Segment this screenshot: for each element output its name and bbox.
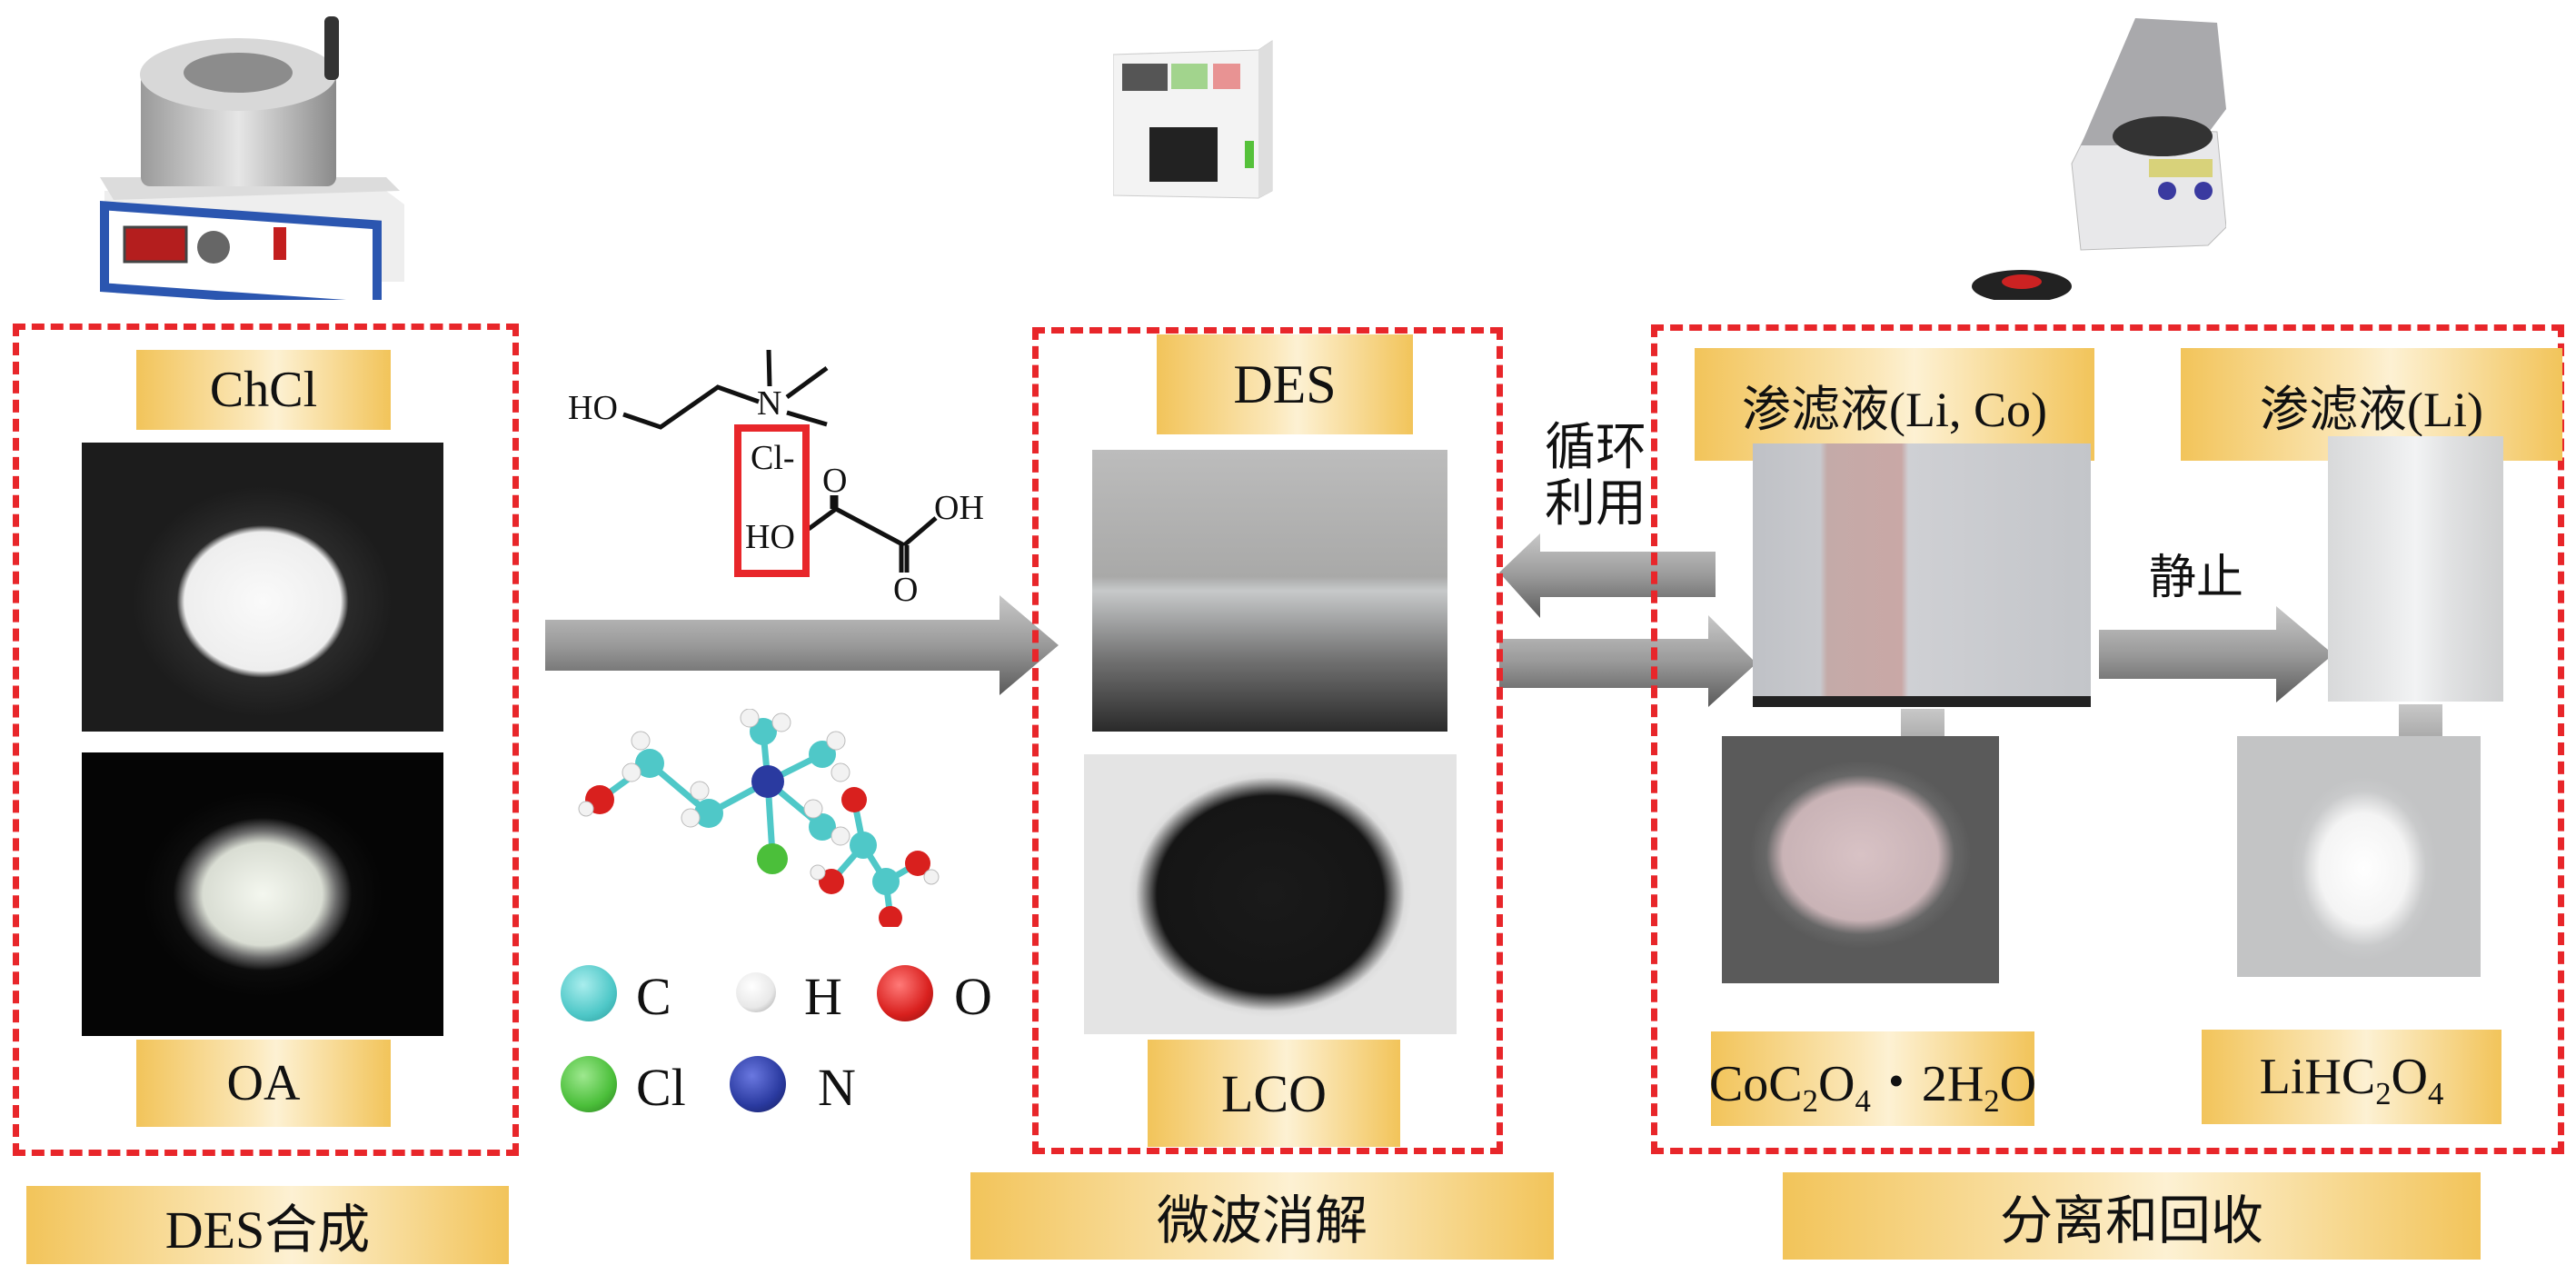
legend-label-c: C [636, 967, 671, 1026]
photo-leachate-li-tube [2328, 436, 2503, 702]
legend-ball-cl [561, 1056, 617, 1112]
legend-label-cl: Cl [636, 1058, 686, 1117]
stage-title-des-synthesis-text: DES合成 [164, 1200, 371, 1260]
label-leachate-li-co: 渗滤液(Li, Co) [1695, 348, 2094, 461]
legend-label-h: H [804, 967, 842, 1026]
photo-des-beaker [1092, 450, 1447, 732]
label-des-text: DES [1233, 354, 1337, 414]
stage-title-des-synthesis: DES合成 [26, 1186, 509, 1264]
photo-leachate-li-co-tube [1753, 443, 2091, 707]
formula-part: LiHC [2259, 1049, 2376, 1105]
formula-subscript: 4 [2428, 1076, 2444, 1112]
legend-label-o: O [954, 967, 992, 1026]
legend-ball-n [730, 1056, 786, 1112]
label-lihc2o4-text: LiHC2O4 [2259, 1048, 2444, 1110]
formula-part: O [1999, 1055, 2037, 1112]
label-cobalt-oxalate-text: CoC2O4・2H2O [1708, 1042, 2037, 1119]
formula-subscript: 2 [1802, 1082, 1818, 1119]
structure-ho-oxalic: HO [745, 518, 795, 556]
structure-oh: OH [934, 489, 984, 527]
label-chcl-text: ChCl [209, 362, 318, 418]
structure-ho-choline: HO [568, 389, 618, 427]
label-leachate-li-co-text: 渗滤液(Li, Co) [1742, 382, 2047, 437]
legend-label-n: N [818, 1058, 856, 1117]
label-des: DES [1157, 334, 1413, 434]
formula-part: ・2H [1870, 1055, 1984, 1112]
stage-box-microwave-digestion [1032, 327, 1503, 1154]
photo-cobalt-oxalate-powder [1722, 736, 1999, 983]
ball-and-stick-model [563, 708, 1000, 930]
label-leachate-li-text: 渗滤液(Li) [2260, 382, 2483, 437]
stage-title-microwave-digestion: 微波消解 [970, 1172, 1554, 1260]
stage-title-separation-recovery: 分离和回收 [1783, 1172, 2481, 1260]
arrow-standing [2099, 606, 2333, 702]
stage-title-separation-recovery-text: 分离和回收 [1999, 1191, 2263, 1250]
formula-part: O [1818, 1055, 1855, 1112]
hydrogen-bond-highlight-box [734, 424, 810, 577]
legend-ball-c [561, 965, 617, 1021]
structure-n: N [757, 384, 782, 423]
formula-subscript: 2 [2375, 1076, 2392, 1112]
legend-ball-h [736, 972, 776, 1012]
structure-o-bottom: O [893, 571, 919, 609]
chemical-structure: HO N Cl- HO O OH O [545, 300, 1018, 645]
label-oa: OA [136, 1040, 391, 1127]
recycle-label-line1: 循环 [1545, 418, 1646, 477]
heating-stirrer-icon [86, 9, 423, 312]
label-lihc2o4: LiHC2O4 [2202, 1030, 2501, 1124]
recycle-label-line2: 利用 [1545, 474, 1646, 533]
standing-label: 静止 [2149, 551, 2244, 605]
formula-subscript: 2 [1984, 1082, 2000, 1119]
centrifuge-icon [1954, 9, 2227, 303]
label-lco: LCO [1148, 1040, 1400, 1147]
label-oa-text: OA [226, 1055, 301, 1111]
formula-part: CoC [1708, 1055, 1803, 1112]
structure-bonds [622, 349, 938, 577]
microwave-digester-icon [1112, 36, 1386, 218]
legend-ball-o [877, 965, 933, 1021]
label-lco-text: LCO [1221, 1063, 1327, 1123]
photo-oa [82, 752, 443, 1036]
formula-subscript: 4 [1855, 1082, 1871, 1119]
arrow-to-separation [1499, 615, 1756, 707]
photo-lco-black-powder [1084, 754, 1457, 1034]
stage-box-des-synthesis [13, 324, 519, 1156]
arrow-recycle-back [1499, 533, 1716, 618]
label-cobalt-oxalate: CoC2O4・2H2O [1708, 1031, 2037, 1126]
photo-lihc2o4-powder [2237, 736, 2481, 977]
formula-part: O [2391, 1049, 2428, 1105]
photo-chcl [82, 443, 443, 732]
recycle-label: 循环 利用 [1545, 420, 1646, 533]
arrow-to-digestion [545, 595, 1059, 695]
stage-title-microwave-digestion-text: 微波消解 [1156, 1191, 1368, 1250]
structure-o-top: O [822, 462, 848, 500]
stage-box-separation-recovery [1651, 324, 2564, 1154]
label-chcl: ChCl [136, 350, 391, 430]
structure-cl: Cl- [751, 439, 795, 477]
